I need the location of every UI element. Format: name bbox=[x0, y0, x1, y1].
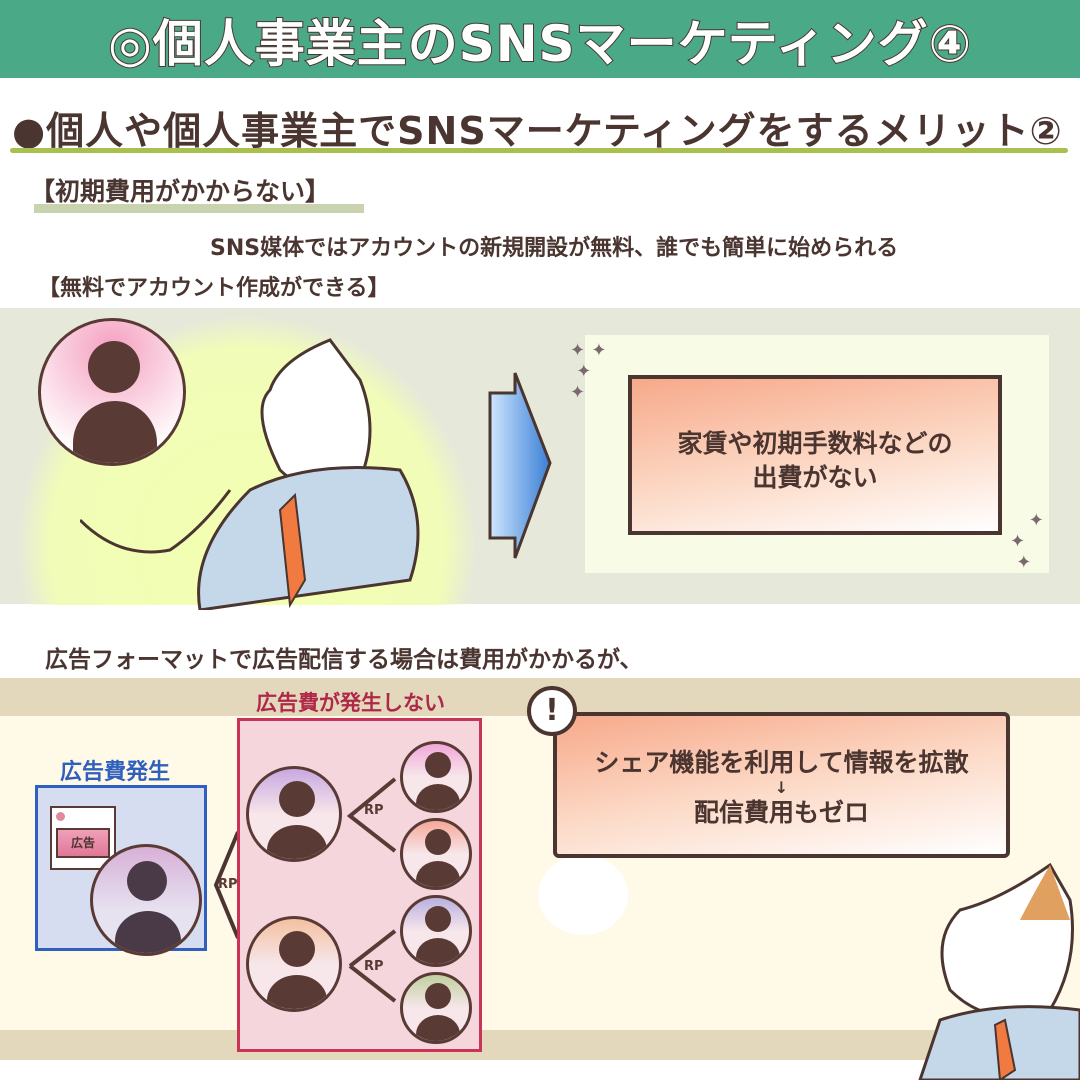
sparkle-icon: ✦ ✦ ✦✦ bbox=[570, 340, 607, 403]
sparkle-icon: ✦✦ ✦ bbox=[1010, 510, 1044, 573]
section-heading: 【初期費用がかからない】 bbox=[30, 177, 331, 206]
page-title: ◎個人事業主のSNSマーケティング④ bbox=[107, 14, 972, 74]
bubble-line-2: 配信費用もゼロ bbox=[693, 798, 869, 827]
band-bottom bbox=[0, 1030, 1080, 1060]
profile-avatar-icon bbox=[400, 895, 472, 967]
header-bar bbox=[0, 0, 1080, 78]
branch-arrow-icon bbox=[346, 777, 397, 1003]
heading-highlight bbox=[34, 204, 364, 213]
right-arrow-icon bbox=[488, 372, 552, 559]
profile-avatar-icon bbox=[38, 318, 186, 466]
bubble-tail bbox=[538, 855, 628, 935]
profile-avatar-icon bbox=[90, 844, 202, 956]
section-subheading: 【無料でアカウント作成ができる】 bbox=[38, 276, 390, 301]
rp-label: RP bbox=[364, 803, 384, 818]
ad-tag: 広告 bbox=[56, 828, 110, 858]
profile-avatar-icon bbox=[400, 818, 472, 890]
profile-avatar-icon bbox=[400, 972, 472, 1044]
result-line-2: 出費がない bbox=[752, 463, 878, 492]
rp-label: RP bbox=[218, 877, 238, 892]
paid-ad-box: 広告 bbox=[35, 785, 207, 956]
result-line-1: 家賃や初期手数料などの bbox=[677, 429, 953, 458]
speech-bubble: シェア機能を利用して情報を拡散 ↓ 配信費用もゼロ bbox=[553, 712, 1010, 858]
free-label: 広告費が発生しない bbox=[256, 691, 445, 715]
free-share-box: RP RP bbox=[237, 718, 482, 1052]
ad-intro-text: 広告フォーマットで広告配信する場合は費用がかかるが、 bbox=[45, 647, 643, 673]
branch-arrow-icon bbox=[213, 831, 240, 939]
result-box: 家賃や初期手数料などの 出費がない bbox=[628, 375, 1002, 535]
profile-avatar-icon bbox=[400, 741, 472, 813]
ad-post-icon: 広告 bbox=[50, 806, 116, 870]
bubble-line-1: シェア機能を利用して情報を拡散 bbox=[594, 748, 969, 777]
down-arrow-icon: ↓ bbox=[774, 778, 789, 797]
businessman-character-icon bbox=[80, 338, 420, 610]
businessman-character-icon bbox=[918, 862, 1080, 1080]
section-subtitle: ●個人や個人事業主でSNSマーケティングをするメリット② bbox=[12, 109, 1063, 153]
paid-label: 広告費発生 bbox=[60, 760, 171, 785]
subtitle-underline bbox=[10, 148, 1068, 153]
rp-label: RP bbox=[364, 959, 384, 974]
exclamation-icon: ! bbox=[527, 686, 577, 736]
profile-avatar-icon bbox=[246, 766, 342, 862]
profile-avatar-icon bbox=[246, 916, 342, 1012]
section-sentence: SNS媒体ではアカウントの新規開設が無料、誰でも簡単に始められる bbox=[210, 236, 899, 261]
